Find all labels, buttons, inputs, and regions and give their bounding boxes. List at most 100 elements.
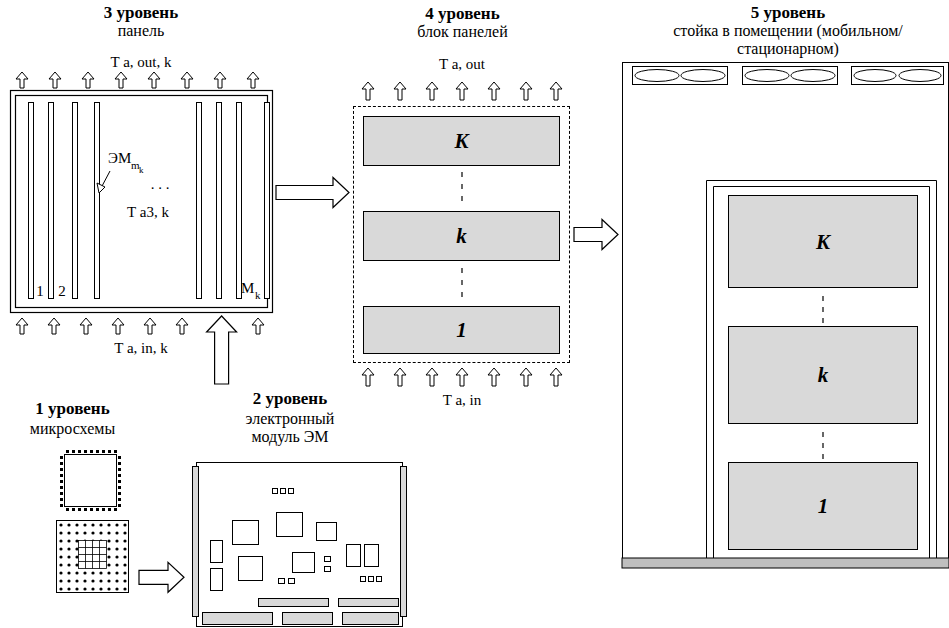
chip-pin [102,450,105,453]
bga-die [79,541,107,569]
airflow-arrow [80,318,92,334]
temperature-label: T a, out [439,56,485,72]
panel-box: 3 уровеньпанель [10,90,272,312]
bga-ball [83,587,86,590]
stack-dots [461,280,462,285]
bga-ball [115,579,118,582]
chip-pin [90,450,93,453]
bga-ball [123,579,126,582]
slot-number: 1 [36,283,44,299]
bga-ball [83,579,86,582]
chip-pin [60,456,63,459]
bga-ball [107,563,110,566]
circuit-board [193,463,407,627]
chip-pin [114,450,117,453]
airflow-arrow [362,368,374,386]
airflow-arrow [488,368,500,386]
bga-ball [67,579,70,582]
stack-dots [461,196,462,201]
bga-package [57,521,129,593]
airflow-arrow [488,82,500,100]
circuit-board [281,489,286,494]
bga-ball [59,579,62,582]
circuit-board [293,553,315,573]
slot-number: 2 [58,283,66,299]
chip-package [65,455,117,507]
level-arrow [207,316,237,384]
level-caption: электронный модуль ЭМ [232,410,348,446]
rack-fan [743,67,838,85]
bga-ball [123,563,126,566]
airflow-arrow [550,82,562,100]
airflow-arrow [176,318,188,334]
bga-ball [123,555,126,558]
rack-fan [854,70,896,82]
bga-die [79,561,107,562]
panel-frame [16,96,268,308]
module-slot [95,103,100,299]
module-subscript: m [131,159,140,172]
airflow-arrow [520,368,532,386]
bga-ball [99,587,102,590]
module-label: ЭМ [108,150,131,166]
bga-ball [115,523,118,526]
bga-ball [123,523,126,526]
airflow-arrow [520,82,532,100]
temperature-label: T a, in, k [114,340,167,356]
chip-pin [60,450,121,511]
bga-die [79,541,107,569]
circuit-board [273,489,278,494]
rack-fan [791,70,835,82]
airflow-arrow [426,368,438,386]
rack-frame [714,187,930,559]
bga-die [99,541,100,569]
airflow-arrow [16,72,28,88]
circuit-board [203,613,273,625]
electronic-module: 2 уровеньэлектронный модуль ЭМ [188,388,412,628]
stack-dots [822,432,823,437]
panel-frame [11,91,273,313]
circuit-board [347,545,361,567]
circuit-board [317,523,337,541]
circuit-board [211,541,223,563]
bga-ball [107,555,110,558]
chip-pin [84,508,87,511]
panel-index: 1 [456,318,467,342]
stack-dots [822,296,823,301]
bga-ball [115,571,118,574]
circuit-board [289,579,295,584]
bga-ball [91,579,94,582]
bga-ball [99,571,102,574]
panel-box: K [728,195,918,288]
stack-dots [822,454,823,459]
level-caption: панель [10,22,272,40]
bga-ball [59,523,62,526]
rack-fan [681,70,725,82]
airflow-arrow [49,72,61,88]
bga-ball [75,523,78,526]
module-subscript: k [139,165,144,176]
module-slot [73,103,78,299]
module-slot [49,103,54,299]
level-arrow [139,562,184,592]
bga-ball [75,587,78,590]
chip-pin [118,462,121,465]
bga-ball [83,523,86,526]
bga-ball [107,587,110,590]
stack-dots [822,318,823,323]
rack-fan [852,67,944,85]
chip-pin [60,504,63,507]
temperature-label: T a, out, k [111,54,172,70]
rack-fan [745,70,789,82]
bga-ball [107,531,110,534]
chip-pin [60,486,63,489]
level-heading: 1 уровень [10,400,135,418]
circuit-board [197,463,403,627]
bga-ball [115,563,118,566]
level-caption: микросхемы [10,420,135,438]
bga-ball [59,547,62,550]
chip-pin [60,492,63,495]
circuit-board [289,489,294,494]
circuit-board [193,467,199,617]
module-slot [197,103,202,299]
